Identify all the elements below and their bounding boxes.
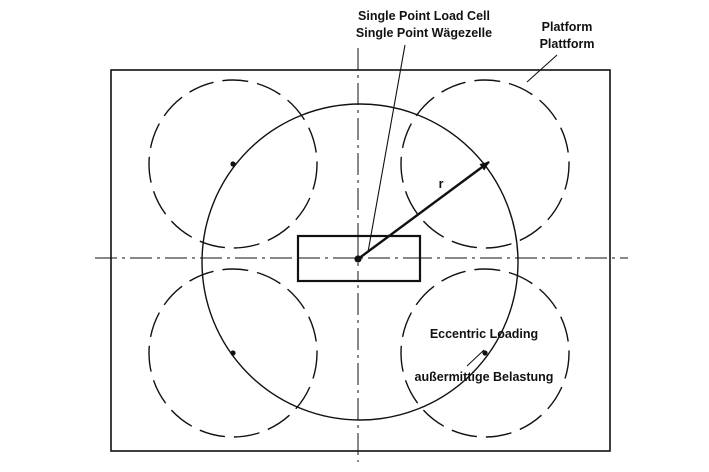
- corner-load-circle-bottom-right: [400, 268, 570, 438]
- eccentric-leader-line: [466, 349, 485, 367]
- load-cell-label-en: Single Point Load Cell: [358, 9, 490, 23]
- eccentric-load-circle: [201, 103, 519, 421]
- radius-arrow: [357, 161, 490, 260]
- platform-label-en: Platform: [542, 20, 593, 34]
- corner-center-dot-top-left: [230, 161, 236, 167]
- platform-leader-line: [526, 54, 558, 83]
- corner-load-circle-bottom-left: [148, 268, 318, 438]
- radius-label: r: [439, 177, 444, 191]
- corner-load-circle-top-right: [400, 79, 570, 249]
- eccentric-label-de: außermittige Belastung: [415, 370, 554, 384]
- corner-center-dot-bottom-left: [230, 350, 236, 356]
- platform-label-de: Plattform: [540, 37, 595, 51]
- load-cell-label-de: Single Point Wägezelle: [356, 26, 492, 40]
- platform-outline: [110, 69, 611, 452]
- load-cell-leader-line: [367, 44, 406, 253]
- load-cell-center-dot: [354, 255, 362, 263]
- corner-center-dot-bottom-right: [482, 350, 488, 356]
- corner-load-circle-top-left: [148, 79, 318, 249]
- eccentric-label-en: Eccentric Loading: [430, 327, 538, 341]
